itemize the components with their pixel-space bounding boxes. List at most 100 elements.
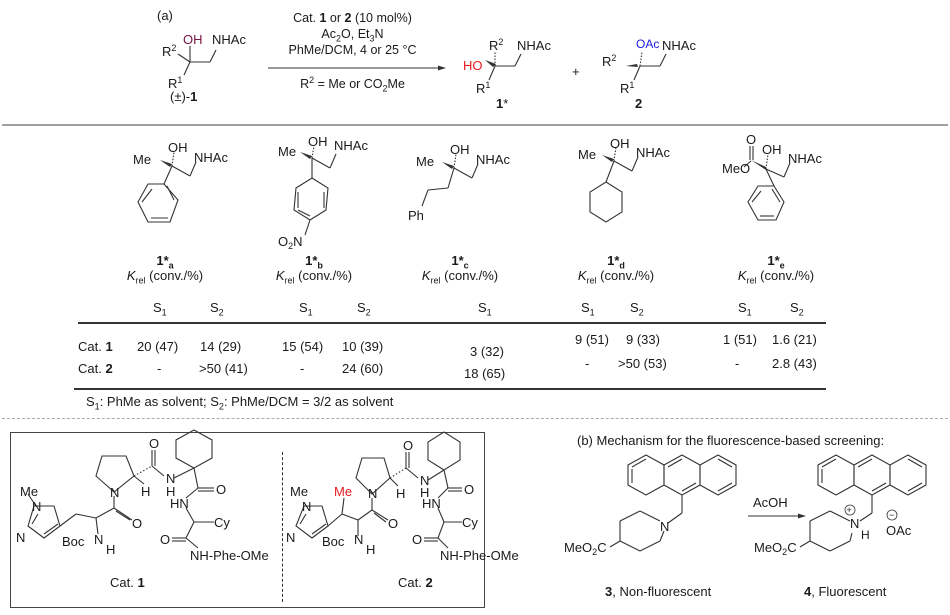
cat2-cy: Cy: [462, 515, 478, 530]
cat1-o3: O: [216, 482, 226, 497]
catalyst-2-label: Cat. 2: [398, 575, 433, 590]
substrate-c-structure: Me OH NHAc Ph: [408, 142, 510, 223]
cat2-pro-h: H: [396, 486, 405, 501]
cat1-pro-n: N: [110, 485, 119, 500]
substrate-b-label: 1*b: [305, 253, 323, 271]
reaction-arrow: [268, 65, 446, 71]
substrate-c-nhac: NHAc: [476, 152, 510, 167]
substrate-d-krel: Krel (conv./%): [577, 268, 655, 286]
panel-b-title: (b) Mechanism for the fluorescence-based…: [577, 433, 885, 448]
compound-4-structure: + − N H OAc MeO2C: [754, 454, 927, 557]
hydroxyl-label: OH: [183, 32, 203, 47]
substrate-d-structure: Me OH NHAc: [578, 136, 670, 223]
conditions-r2-definition: R2 = Me or CO2Me: [300, 74, 405, 94]
product-alcohol-label: 1*: [496, 96, 509, 111]
catalyst-separator: [282, 452, 283, 602]
cat1-o4: O: [160, 532, 170, 547]
cat1-me: Me: [20, 484, 38, 499]
substrate-b-nhac: NHAc: [334, 138, 368, 153]
table-cell: 1 (51): [723, 332, 757, 347]
substrate-a-structure: Me OH NHAc: [133, 140, 228, 223]
table-cell: 18 (65): [464, 366, 506, 381]
table-cell: 20 (47): [137, 339, 179, 354]
cat1-nhphe: NH-Phe-OMe: [190, 548, 269, 563]
compound-4-acetate: OAc: [886, 523, 912, 538]
substrate-d-oh: OH: [610, 136, 630, 151]
acetate-minus-icon: −: [889, 510, 894, 520]
table-cell: -: [735, 356, 740, 371]
conditions-catalyst: Cat. 1 or 2 (10 mol%): [293, 11, 412, 25]
cat2-amide-n: N: [420, 473, 429, 488]
cat1-nh-n: N: [94, 532, 103, 547]
r1-label: R1: [168, 75, 182, 91]
cat2-n1: N: [302, 499, 311, 514]
substrate-c-me: Me: [416, 154, 434, 169]
table-cell: 24 (60): [342, 361, 384, 376]
cat2-pro-n: N: [368, 486, 377, 501]
table-cell: -: [585, 356, 590, 371]
table-footnote: S1: PhMe as solvent; S2: PhMe/DCM = 3/2 …: [86, 394, 394, 412]
cat2-me: Me: [290, 484, 308, 499]
cat2-o2: O: [403, 438, 413, 453]
substrate-a-krel: Krel (conv./%): [126, 268, 204, 286]
substrate-b-nitro: O2N: [278, 234, 303, 251]
table-bottom-rule: [74, 388, 826, 390]
compound-3-nitrogen: N: [660, 519, 669, 534]
product-r1-label: R1: [476, 80, 490, 96]
substrate-c-krel: Krel (conv./%): [421, 268, 499, 286]
racemic-substrate-structure: R2 OH NHAc R1: [162, 32, 246, 91]
acetate-nhac-label: NHAc: [662, 38, 696, 53]
cat2-methyl-highlight: Me: [334, 484, 352, 499]
conditions-solvent-temp: PhMe/DCM, 4 or 25 °C: [288, 43, 417, 57]
substrate-e-label: 1*e: [767, 253, 785, 271]
row-cat2-label: Cat. 2: [78, 361, 113, 376]
header-b-s2: S2: [357, 300, 371, 318]
table-cell: 9 (33): [626, 332, 660, 347]
substrate-a-oh: OH: [168, 140, 188, 155]
cat1-boc: Boc: [62, 534, 85, 549]
substrate-e-oh: OH: [762, 142, 782, 157]
product-acetate-label: 2: [635, 96, 643, 111]
cat1-hn: HN: [170, 496, 189, 511]
table-cell: >50 (41): [199, 361, 248, 376]
panel-a-label: (a): [157, 8, 173, 23]
catalyst-1-structure: Me N N Boc N H N H O O N H O HN Cy O NH-…: [16, 429, 269, 563]
cat1-cy: Cy: [214, 515, 230, 530]
compound-4-nitrogen: N: [850, 516, 859, 531]
cat2-o3: O: [464, 482, 474, 497]
r2-label: R2: [162, 43, 176, 59]
cat1-n2: N: [16, 530, 25, 545]
table-cell: >50 (53): [618, 356, 667, 371]
product-r2-label: R2: [489, 37, 503, 53]
cat2-nh-h: H: [366, 542, 375, 557]
table-cell: 9 (51): [575, 332, 609, 347]
header-a-s2: S2: [210, 300, 224, 318]
substrate-a-me: Me: [133, 152, 151, 167]
cat1-n1: N: [32, 499, 41, 514]
substrate-c-label: 1*c: [451, 253, 469, 271]
table-header-rule: [78, 322, 826, 324]
table-cell: -: [157, 361, 162, 376]
compound-3-structure: N MeO2C: [564, 454, 737, 557]
substrate-b-structure: Me OH NHAc O2N: [278, 134, 368, 251]
substrate-b-oh: OH: [308, 134, 328, 149]
ammonium-plus-icon: +: [847, 505, 852, 515]
cat1-amide-h: H: [166, 484, 175, 499]
cat1-nh-h: H: [106, 542, 115, 557]
header-a-s1: S1: [153, 300, 167, 318]
reaction-conditions: Cat. 1 or 2 (10 mol%) Ac2O, Et3N PhMe/DC…: [265, 10, 440, 58]
cat2-o1: O: [388, 516, 398, 531]
cat2-o4: O: [412, 532, 422, 547]
compound-4-label: 4, Fluorescent: [804, 584, 887, 599]
substrate-d-label: 1*d: [607, 253, 625, 271]
substrate-e-krel: Krel (conv./%): [737, 268, 815, 286]
cat2-amide-h: H: [420, 485, 429, 500]
product-nhac-label: NHAc: [517, 38, 551, 53]
header-e-s2: S2: [790, 300, 804, 318]
header-c-s1: S1: [478, 300, 492, 318]
table-cell: -: [300, 361, 305, 376]
acetate-r2-label: R2: [602, 53, 616, 69]
acetate-oac-label: OAc: [636, 37, 659, 51]
cat2-boc: Boc: [322, 534, 345, 549]
section-divider: [2, 124, 948, 126]
